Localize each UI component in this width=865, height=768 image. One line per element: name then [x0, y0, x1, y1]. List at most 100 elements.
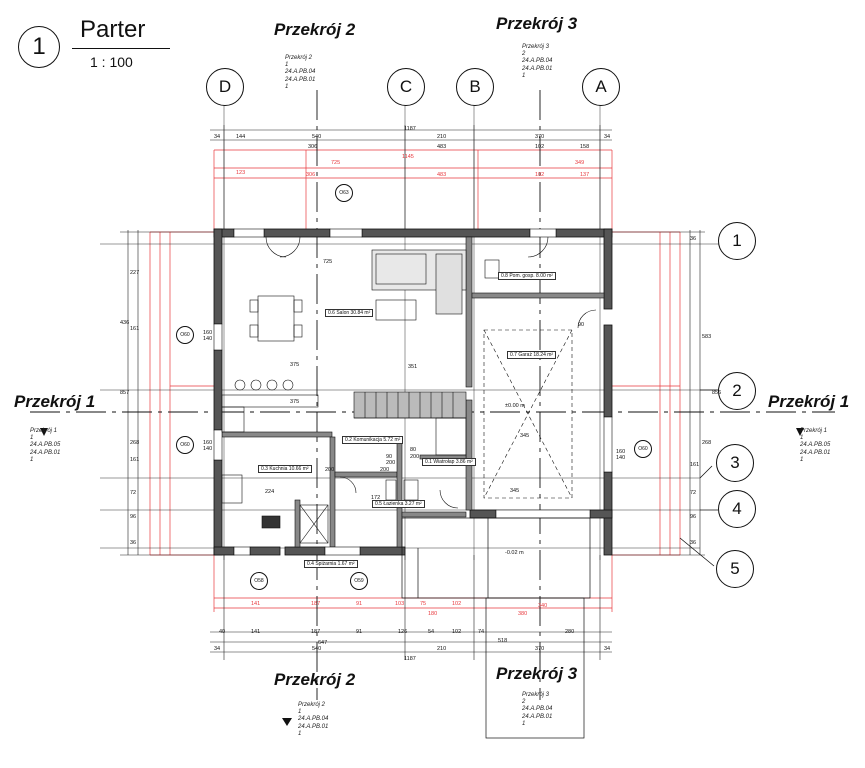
dimension-interior-16: 140: [203, 336, 213, 342]
dimension-bottom1-6: 102: [452, 629, 462, 635]
dimension-bottom1-0: 40: [219, 629, 226, 635]
dimension-interior-10: 200: [325, 467, 335, 473]
dimension-bottom1-8: 518: [498, 638, 508, 644]
dimension-bottom_red-1: 187: [311, 601, 321, 607]
door-swings: [265, 236, 597, 509]
dimension-interior-8: 200: [410, 454, 420, 460]
dimension-bottom1-3: 91: [356, 629, 363, 635]
dimension-right-1: 583: [702, 334, 712, 340]
dimension-top1-0: 34: [214, 134, 221, 140]
dimension-top_red-4: 306: [306, 172, 316, 178]
dimension-top1-3: 210: [437, 134, 447, 140]
dimension-top_red-3: 123: [236, 170, 246, 176]
section-2-top-lines: Przekrój 2 1 24.A.PB.04 24.A.PB.01 1: [285, 55, 316, 90]
dimension-bottom_red-4: 75: [420, 601, 427, 607]
dimension-bottom_red-6: 180: [428, 611, 438, 617]
dimension-right-2: 856: [712, 390, 722, 396]
dimension-interior-9: 345: [510, 488, 520, 494]
dimension-interior-18: 140: [203, 446, 213, 452]
window-tag-o59: O59: [350, 572, 368, 590]
window-tag-o60-1: O60: [176, 326, 194, 344]
dimension-interior-19: 90: [386, 454, 393, 460]
section-arrows: [40, 428, 804, 726]
title-underline: [72, 48, 170, 49]
interior-walls: [221, 236, 605, 548]
grid-row-1: 1: [718, 222, 756, 260]
room-tag-komunikacja: 0.2 Komunikacja 5.72 m²: [342, 436, 404, 444]
dimension-right-0: 36: [690, 236, 697, 242]
dimension-bottom2-1: 540: [312, 646, 322, 652]
grid-column-d: D: [206, 68, 244, 106]
dimension-bottom1-2: 187: [311, 629, 321, 635]
dimension-top2-2: 102: [535, 144, 545, 150]
red-dimension-lines: [149, 149, 681, 612]
dimension-top_red-0: 725: [331, 160, 341, 166]
dimension-bottom_red-5: 102: [452, 601, 462, 607]
drawing-title: Parter: [80, 16, 146, 43]
dimension-bottom_red-8: 340: [538, 603, 548, 609]
dimension-bottom2-5: 1187: [404, 656, 416, 662]
window-openings: [213, 228, 613, 556]
furniture: [221, 249, 500, 544]
dimension-interior-4: 345: [520, 433, 530, 439]
dimension-bottom2-3: 370: [535, 646, 545, 652]
dimension-bottom1-5: 54: [428, 629, 435, 635]
dimension-left-8: 36: [130, 540, 137, 546]
room-tag-garaz: 0.7 Garaż 18.24 m²: [507, 351, 557, 359]
dimension-interior-13: 160: [616, 449, 626, 455]
dimension-interior-12: 200: [380, 467, 390, 473]
dimension-top2-0: 306: [308, 144, 318, 150]
dimension-right-7: 36: [690, 540, 697, 546]
dimension-interior-7: 80: [410, 447, 417, 453]
window-tag-o60-3: O60: [634, 440, 652, 458]
dimension-top_red-7: 137: [580, 172, 590, 178]
dimension-right-6: 96: [690, 514, 697, 520]
dimension-interior-21: -0.02 m: [505, 550, 524, 556]
dimension-top_red-6: 102: [535, 172, 545, 178]
grid-leaders: [679, 389, 718, 567]
dimension-interior-1: 375: [290, 362, 300, 368]
dimension-top_red-2: 349: [575, 160, 585, 166]
section-1-right-title: Przekrój 1: [768, 392, 850, 411]
grid-column-c: C: [387, 68, 425, 106]
dimension-bottom1-9: 280: [565, 629, 575, 635]
room-tag-pom-gosp: 0.8 Pom. gosp. 8.00 m²: [498, 272, 556, 280]
dimension-interior-15: 160: [203, 330, 213, 336]
dimension-bottom2-2: 210: [437, 646, 447, 652]
dimension-left-0: 227: [130, 270, 140, 276]
window-tag-o60-2: O60: [176, 436, 194, 454]
section-1-left-title: Przekrój 1: [14, 392, 96, 411]
section-2-top-title: Przekrój 2: [274, 20, 356, 39]
dimension-bottom_red-3: 103: [395, 601, 405, 607]
terrace-outline: [401, 517, 591, 739]
dimension-top1-4: 370: [535, 134, 545, 140]
grid-row-4: 4: [718, 490, 756, 528]
dimension-bottom_red-0: 141: [251, 601, 261, 607]
dimension-bottom_red-7: 380: [518, 611, 528, 617]
dimension-interior-11: 90: [578, 322, 585, 328]
room-tag-salon: 0.6 Salon 30.84 m²: [325, 309, 374, 317]
dimension-top1-1: 144: [236, 134, 246, 140]
dimension-top2-3: 158: [580, 144, 590, 150]
window-tag-o58: O58: [250, 572, 268, 590]
dimension-interior-2: 351: [408, 364, 418, 370]
grid-column-a: A: [582, 68, 620, 106]
section-3-top-lines: Przekrój 3 2 24.A.PB.04 24.A.PB.01 1: [522, 44, 553, 79]
dimension-right-3: 268: [702, 440, 712, 446]
room-tag-spizarnia: 0.4 Spiżarnia 1.67 m²: [304, 560, 358, 568]
dimension-top1-6: 1187: [404, 126, 416, 132]
dimension-interior-17: 160: [203, 440, 213, 446]
dimension-bottom2-0: 34: [214, 646, 221, 652]
dimension-top_red-1: 1145: [402, 154, 414, 160]
dimension-interior-3: 375: [290, 399, 300, 405]
dimension-left-7: 96: [130, 514, 137, 520]
dimension-right-5: 72: [690, 490, 697, 496]
dimension-top2-1: 483: [437, 144, 447, 150]
dimension-right-4: 161: [690, 462, 700, 468]
window-tag-o63: O63: [335, 184, 353, 202]
drawing-number: 1: [18, 26, 60, 68]
section-3-top-title: Przekrój 3: [496, 14, 578, 33]
dimension-left-1: 436: [120, 320, 130, 326]
section-1-right-lines: Przekrój 1 1 24.A.PB.05 24.A.PB.01 1: [800, 428, 831, 463]
